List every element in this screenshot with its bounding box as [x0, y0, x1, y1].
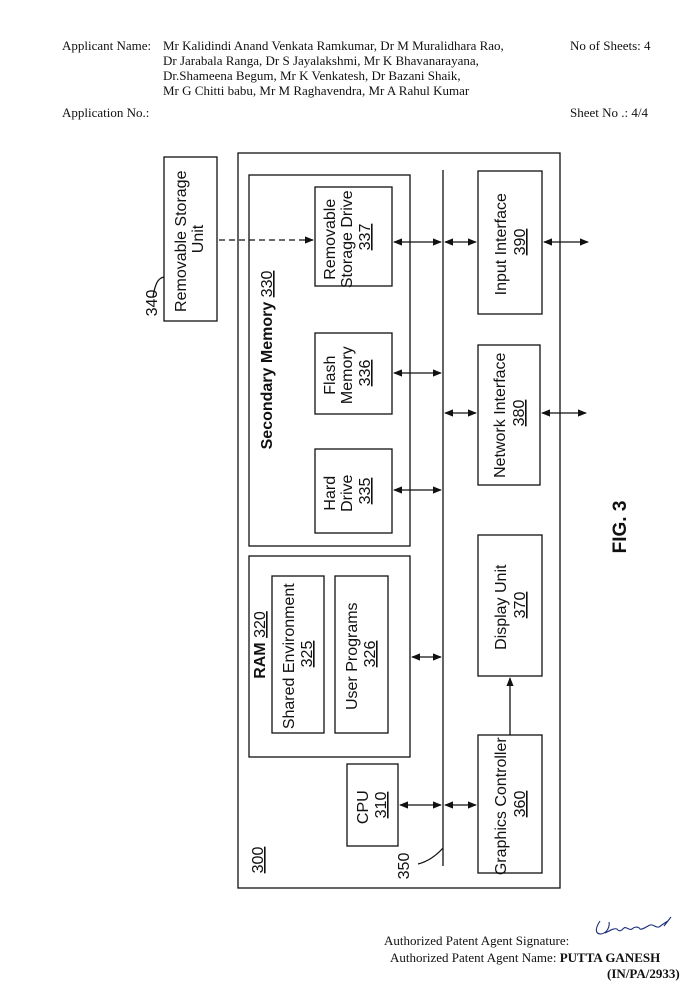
agent-registration: (IN/PA/2933)	[607, 966, 680, 982]
secondary-memory-label: Secondary Memory 330	[259, 271, 276, 450]
removable-storage-unit-label: Removable Storage Unit	[173, 166, 207, 312]
agent-name: PUTTA GANESH	[560, 950, 661, 965]
input-interface-label: Input Interface 390	[493, 189, 529, 296]
handwritten-signature	[596, 917, 671, 934]
ram-label: RAM 320	[252, 611, 269, 679]
hard-drive-label: Hard Drive 335	[322, 470, 374, 512]
network-interface-label: Network Interface 380	[492, 348, 528, 478]
agent-name-line: Authorized Patent Agent Name: PUTTA GANE…	[390, 950, 660, 966]
agent-name-label: Authorized Patent Agent Name:	[390, 950, 556, 965]
display-unit-label: Display Unit 370	[493, 560, 529, 650]
removable-storage-drive-label: Removable Storage Drive 337	[322, 186, 374, 288]
input-interface-box	[478, 171, 542, 314]
shared-environment-box	[272, 576, 324, 733]
graphics-controller-box	[478, 735, 542, 873]
user-programs-label: User Programs 326	[344, 598, 379, 710]
computer-system-box	[238, 153, 560, 888]
network-interface-box	[478, 345, 540, 485]
flash-memory-label: Flash Memory 336	[322, 342, 374, 404]
system-ref: 300	[250, 847, 267, 874]
display-unit-box	[478, 535, 542, 676]
signature-label: Authorized Patent Agent Signature:	[384, 933, 569, 949]
figure-label: FIG. 3	[610, 501, 631, 554]
shared-environment-label: Shared Environment 325	[281, 579, 316, 729]
bus-leader-line	[418, 848, 443, 864]
bus-ref: 350	[396, 853, 413, 880]
graphics-controller-label: Graphics Controller 360	[493, 733, 529, 875]
cpu-label: CPU 310	[355, 786, 390, 824]
ram-box	[249, 556, 410, 757]
removable-storage-unit-ref: 340	[144, 290, 161, 317]
